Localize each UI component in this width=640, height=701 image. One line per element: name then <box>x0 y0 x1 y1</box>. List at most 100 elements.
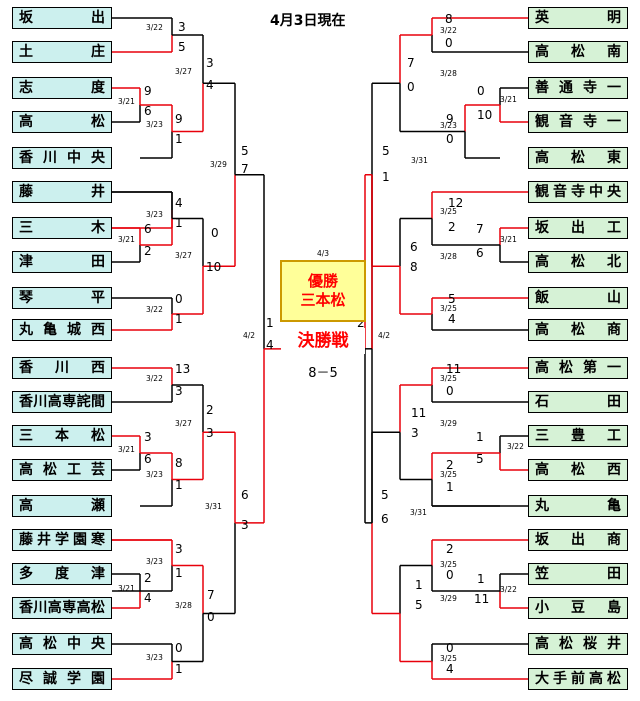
left-team-box: 高松工芸 <box>12 459 112 481</box>
score-label: 3 <box>206 56 214 70</box>
score-label: 0 <box>211 226 219 240</box>
score-label: 10 <box>477 108 493 122</box>
match-date: 3/25 <box>440 304 457 313</box>
score-label: 5 <box>448 292 456 306</box>
score-label: 11 <box>474 592 490 606</box>
match-date: 3/27 <box>175 67 192 76</box>
score-label: 2 <box>446 542 454 556</box>
score-label: 9 <box>175 112 183 126</box>
left-team-box: 丸亀城西 <box>12 319 112 341</box>
score-label: 6 <box>476 246 484 260</box>
champion-label: 優勝 <box>307 272 338 290</box>
right-team-box: 飯山 <box>528 287 628 309</box>
left-team-box: 琴平 <box>12 287 112 309</box>
score-label: 6 <box>410 240 418 254</box>
match-date: 3/29 <box>210 160 227 169</box>
left-team-box: 津田 <box>12 251 112 273</box>
score-label: 11 <box>446 362 462 376</box>
score-label: 8 <box>445 12 453 26</box>
match-date: 3/29 <box>440 419 457 428</box>
score-label: 1 <box>446 480 454 494</box>
score-label: 1 <box>175 312 183 326</box>
score-label: 4 <box>144 591 152 605</box>
left-team-box: 尽誠学園 <box>12 668 112 690</box>
final-date: 4/3 <box>316 249 330 258</box>
left-team-box: 香川中央 <box>12 147 112 169</box>
match-date: 3/28 <box>175 601 192 610</box>
match-date: 3/21 <box>118 445 135 454</box>
score-label: 1 <box>175 566 183 580</box>
right-team-box: 坂出工 <box>528 217 628 239</box>
match-date: 3/21 <box>500 95 517 104</box>
match-date: 3/22 <box>507 442 524 451</box>
match-date: 3/23 <box>146 653 163 662</box>
match-date: 3/27 <box>175 251 192 260</box>
score-label: 7 <box>207 588 215 602</box>
score-label: 5 <box>381 488 389 502</box>
match-date: 3/21 <box>118 584 135 593</box>
score-label: 10 <box>206 260 222 274</box>
left-team-box: 三木 <box>12 217 112 239</box>
score-label: 0 <box>446 384 454 398</box>
right-team-box: 観音寺一 <box>528 111 628 133</box>
right-team-box: 丸亀 <box>528 495 628 517</box>
score-label: 6 <box>381 512 389 526</box>
left-team-box: 藤井 <box>12 181 112 203</box>
score-label: 7 <box>476 222 484 236</box>
right-team-box: 笠田 <box>528 563 628 585</box>
score-label: 11 <box>411 406 427 420</box>
score-label: 6 <box>144 222 152 236</box>
match-date: 3/23 <box>146 557 163 566</box>
left-team-box: 高瀬 <box>12 495 112 517</box>
right-team-box: 高松桜井 <box>528 633 628 655</box>
match-date: 3/21 <box>118 97 135 106</box>
score-label: 4 <box>206 78 214 92</box>
score-label: 3 <box>175 542 183 556</box>
score-label: 1 <box>382 170 390 184</box>
right-team-box: 英明 <box>528 7 628 29</box>
score-label: 1 <box>175 216 183 230</box>
right-team-box: 坂出商 <box>528 529 628 551</box>
score-label: 1 <box>175 132 183 146</box>
right-team-box: 高松商 <box>528 319 628 341</box>
right-team-box: 石田 <box>528 391 628 413</box>
final-label: 決勝戦 <box>281 328 365 354</box>
match-date: 3/21 <box>118 235 135 244</box>
score-label: 6 <box>144 104 152 118</box>
left-team-box: 香川西 <box>12 357 112 379</box>
right-team-box: 高松東 <box>528 147 628 169</box>
match-date: 3/25 <box>440 654 457 663</box>
score-label: 5 <box>241 144 249 158</box>
left-team-box: 土庄 <box>12 41 112 63</box>
champion-team: 三本松 <box>300 291 346 309</box>
match-date: 3/31 <box>205 502 222 511</box>
score-label: 4 <box>446 662 454 676</box>
score-label: 9 <box>446 112 454 126</box>
score-label: 2 <box>144 571 152 585</box>
left-team-box: 多度津 <box>12 563 112 585</box>
match-date: 3/22 <box>146 305 163 314</box>
right-team-box: 高松北 <box>528 251 628 273</box>
match-date: 3/25 <box>440 560 457 569</box>
match-date: 3/22 <box>146 23 163 32</box>
match-date: 3/25 <box>440 207 457 216</box>
left-team-box: 志度 <box>12 77 112 99</box>
match-date: 3/29 <box>440 594 457 603</box>
right-team-box: 善通寺一 <box>528 77 628 99</box>
right-team-box: 観音寺中央 <box>528 181 628 203</box>
right-team-box: 大手前高松 <box>528 668 628 690</box>
score-label: 1 <box>175 662 183 676</box>
match-date: 4/2 <box>378 331 391 340</box>
score-label: 4 <box>266 338 274 352</box>
left-team-box: 香川高専高松 <box>12 597 112 619</box>
score-label: 6 <box>241 488 249 502</box>
match-date: 3/28 <box>440 252 457 261</box>
score-label: 5 <box>476 452 484 466</box>
score-label: 7 <box>407 56 415 70</box>
score-label: 8 <box>175 456 183 470</box>
score-label: 12 <box>448 196 464 210</box>
score-label: 3 <box>144 430 152 444</box>
score-label: 3 <box>175 384 183 398</box>
match-date: 3/28 <box>440 69 457 78</box>
score-label: 0 <box>446 641 454 655</box>
